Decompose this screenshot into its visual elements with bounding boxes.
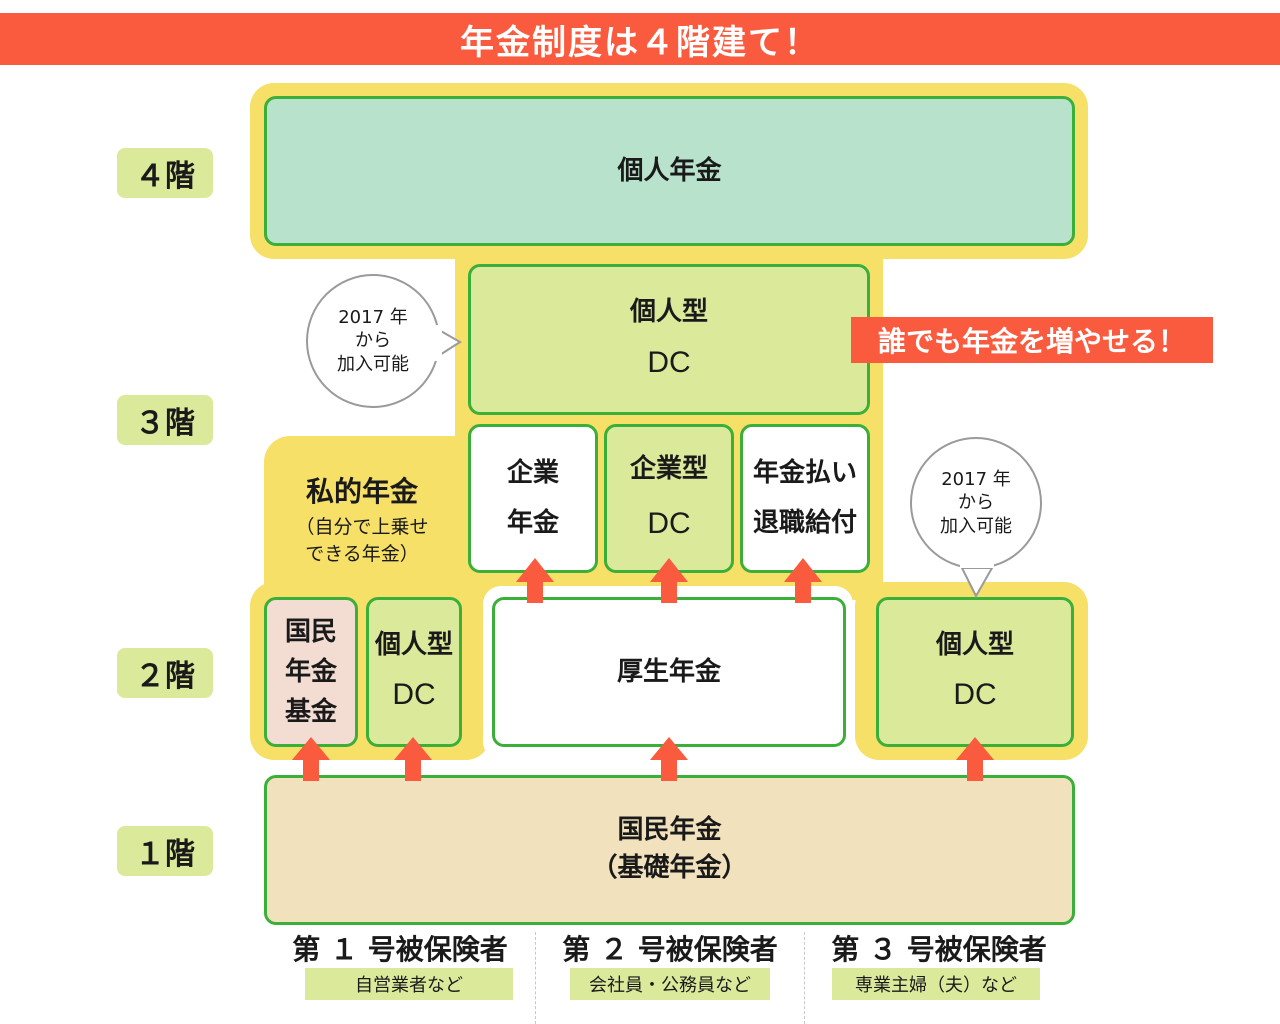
floor-label-4: ４階 <box>117 148 213 198</box>
private-pension-label: 私的年金 （自分で上乗せ できる年金） <box>282 470 442 566</box>
private-pension-sub-2: できる年金） <box>305 543 419 565</box>
callout-banner: 誰でも年金を増やせる！ <box>851 317 1213 363</box>
insured-category-1-title: 第 １ 号被保険者 <box>292 933 508 966</box>
arrow-up-icon <box>394 737 432 781</box>
insured-category-3-tag: 専業主婦（夫）など <box>832 968 1040 1000</box>
insured-category-2-title: 第 ２ 号被保険者 <box>562 933 778 966</box>
private-pension-title: 私的年金 <box>305 475 418 508</box>
floor-label-2: ２階 <box>117 648 213 698</box>
corporate-dc-box: 企業型 DC <box>604 424 734 573</box>
arrow-up-icon <box>516 558 554 603</box>
column-divider <box>804 932 805 1024</box>
national-pension-fund-box: 国民 年金 基金 <box>264 597 358 747</box>
floor-label-3: ３階 <box>117 395 213 445</box>
column-divider <box>535 932 536 1024</box>
insured-category-1-tag: 自営業者など <box>305 968 513 1000</box>
speech-bubble-right: 2017 年 から 加入可能 <box>910 437 1042 569</box>
arrow-up-icon <box>292 737 330 781</box>
private-pension-sub-1: （自分で上乗せ <box>295 516 429 538</box>
retirement-benefit-box: 年金払い 退職給付 <box>740 424 870 573</box>
employee-pension-box: 厚生年金 <box>492 597 846 747</box>
ideco-box-floor2-right: 個人型 DC <box>876 597 1074 747</box>
insured-category-2-tag: 会社員・公務員など <box>570 968 770 1000</box>
floor-label-1: １階 <box>117 826 213 876</box>
ideco-box-floor3: 個人型 DC <box>468 264 870 415</box>
personal-pension-box: 個人年金 <box>264 96 1075 246</box>
speech-bubble-left: 2017 年 から 加入可能 <box>306 274 440 408</box>
arrow-up-icon <box>650 558 688 603</box>
arrow-up-icon <box>650 737 688 781</box>
page-title: 年金制度は４階建て！ <box>0 13 1280 65</box>
arrow-up-icon <box>784 558 822 603</box>
ideco-box-floor2-left: 個人型 DC <box>366 597 462 747</box>
insured-category-3-title: 第 ３ 号被保険者 <box>831 933 1047 966</box>
arrow-up-icon <box>956 737 994 781</box>
corporate-pension-box: 企業 年金 <box>468 424 598 573</box>
national-pension-box: 国民年金 （基礎年金） <box>264 775 1075 925</box>
